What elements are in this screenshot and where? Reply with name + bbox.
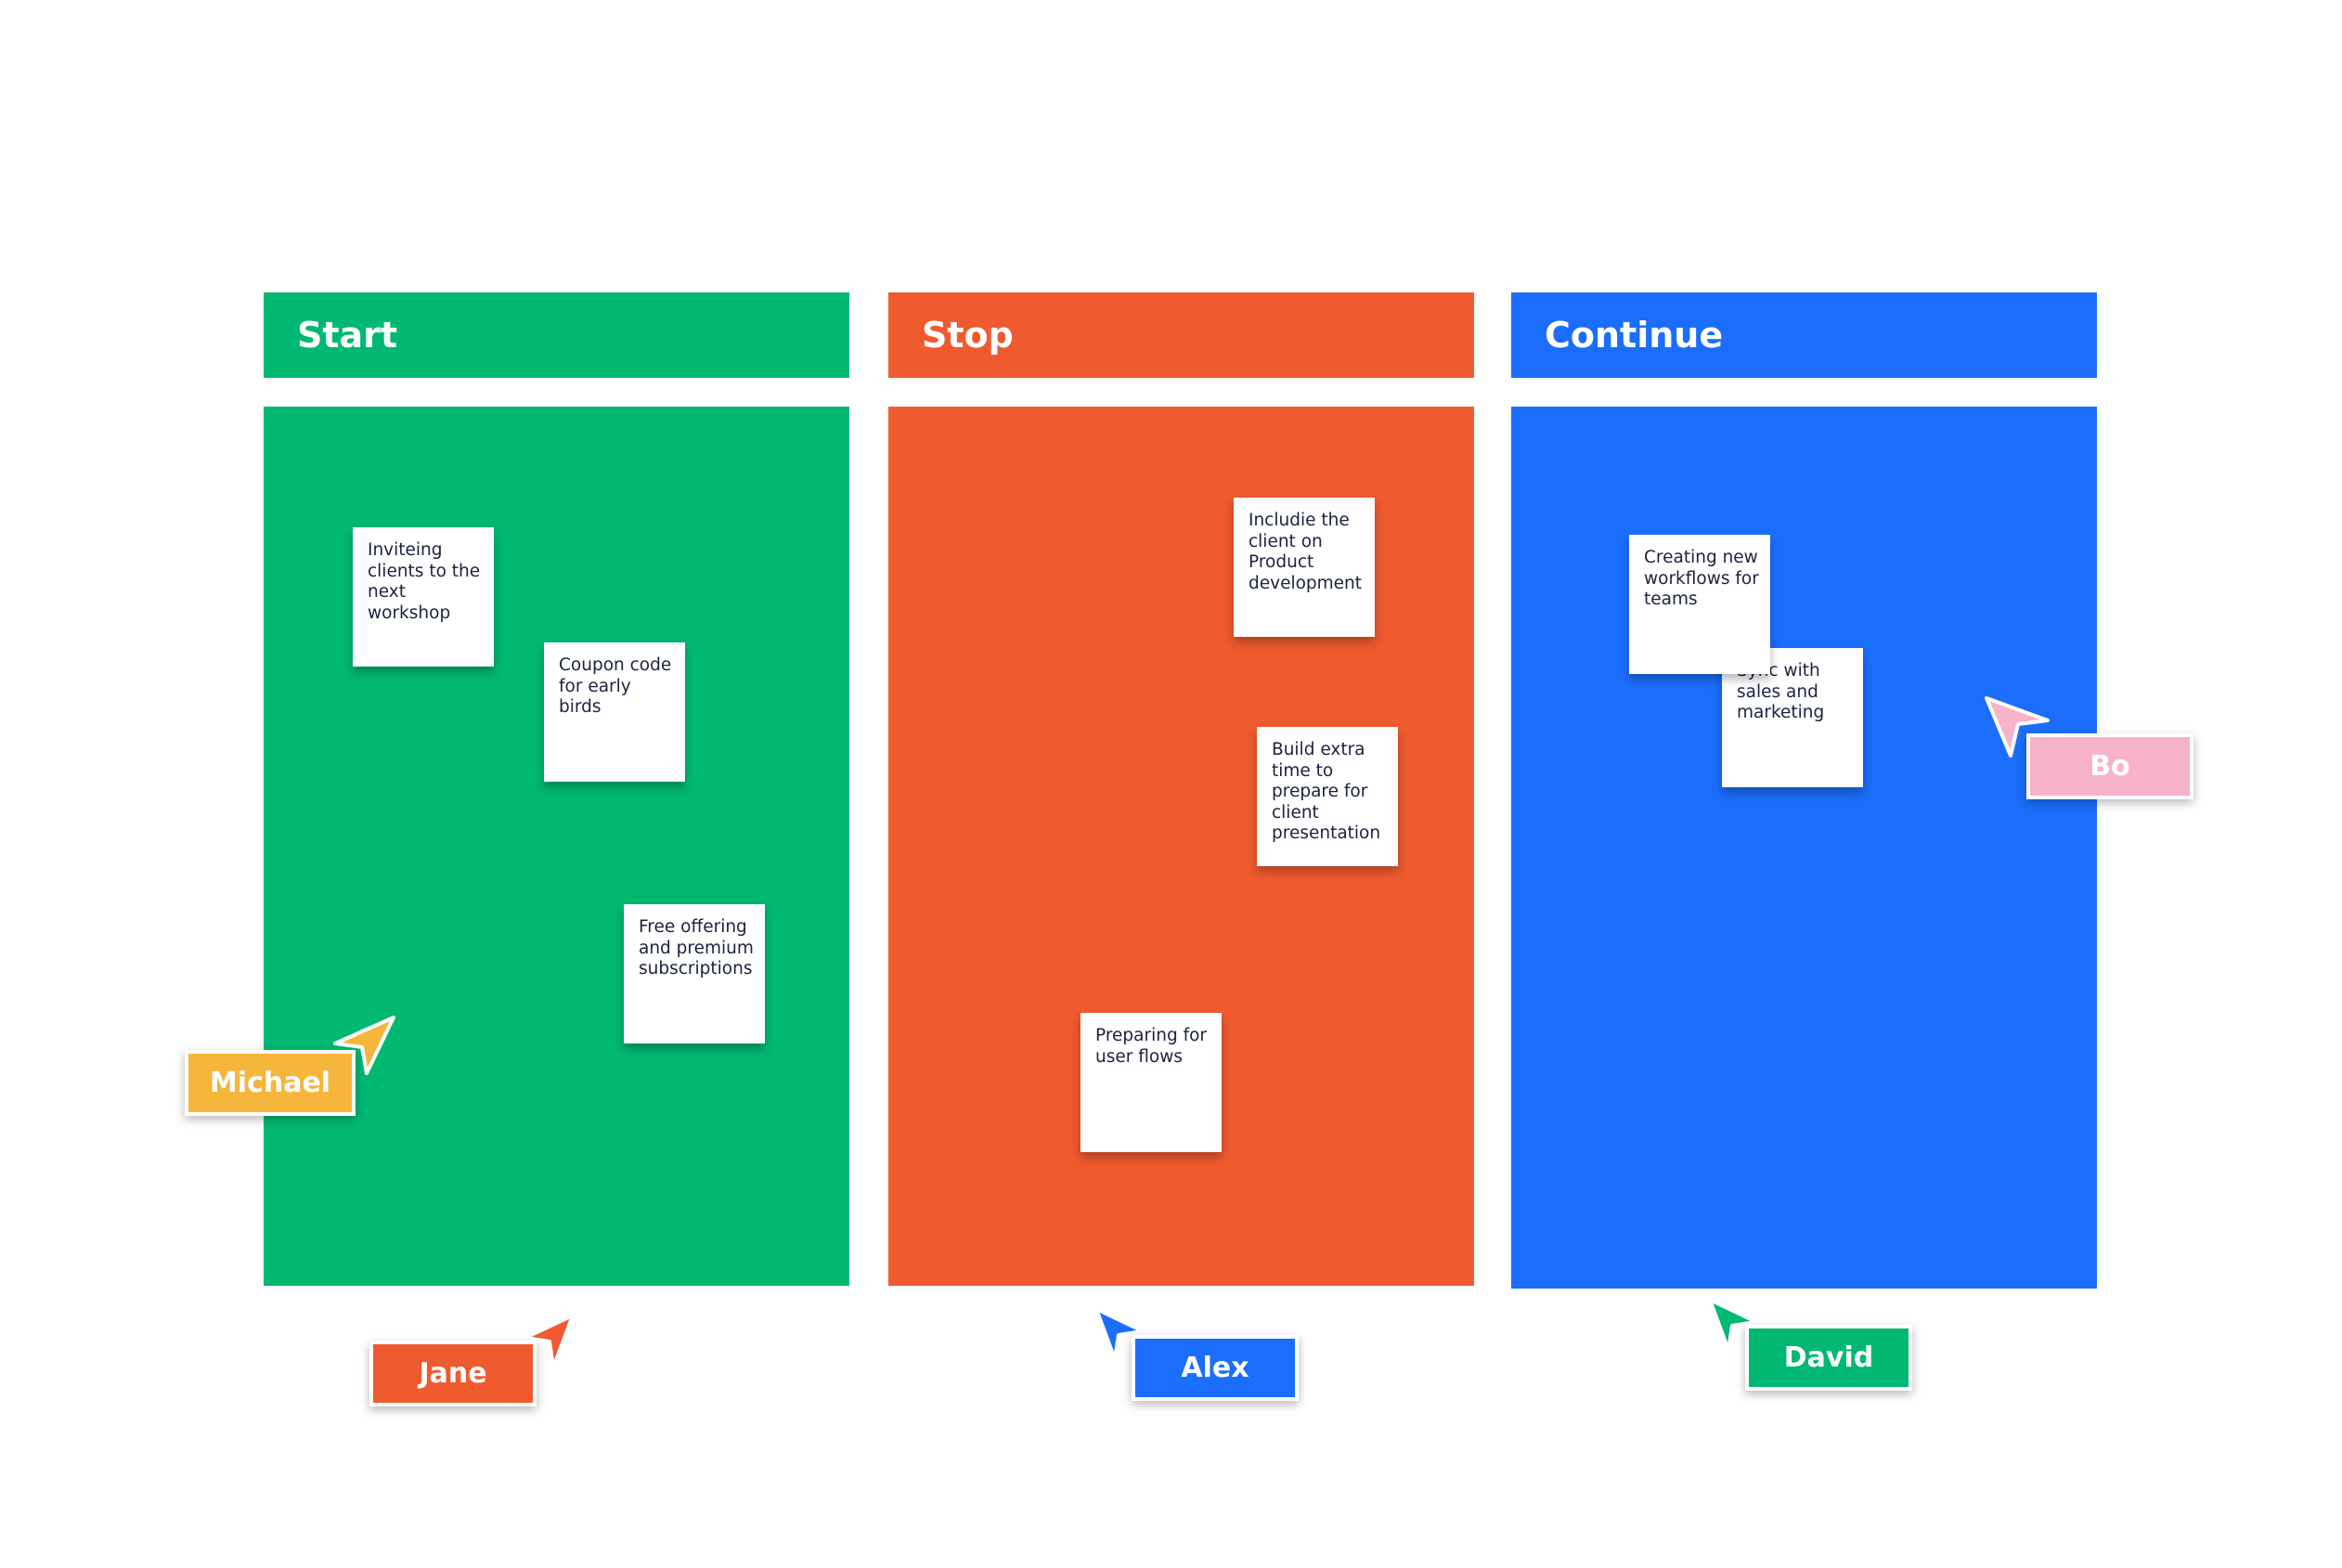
cursor-pointer-icon — [1094, 1307, 1145, 1361]
sticky-note[interactable]: Preparing for user flows — [1080, 1013, 1222, 1152]
cursor-pointer-icon — [333, 1016, 395, 1075]
column-title-continue: Continue — [1545, 315, 1724, 356]
column-title-stop: Stop — [922, 315, 1014, 356]
column-title-start: Start — [297, 315, 398, 356]
column-header-start[interactable]: Start — [264, 292, 849, 378]
cursor-pointer-icon — [524, 1314, 575, 1369]
collaborator-name: Bo — [2090, 750, 2130, 783]
column-header-stop[interactable]: Stop — [888, 292, 1474, 378]
column-area-continue[interactable] — [1511, 407, 2097, 1289]
column-header-continue[interactable]: Continue — [1511, 292, 2097, 378]
collaborator-name: Michael — [209, 1067, 331, 1099]
collaborator-tag-michael: Michael — [185, 1050, 356, 1116]
collaborator-name: David — [1783, 1341, 1874, 1374]
collaborator-tag-alex: Alex — [1132, 1335, 1299, 1401]
collaborator-name: Jane — [419, 1357, 487, 1390]
column-area-start[interactable] — [264, 407, 849, 1286]
collaborator-tag-david: David — [1745, 1325, 1912, 1391]
cursor-pointer-icon — [1985, 696, 2050, 758]
sticky-note[interactable]: Build extra time to prepare for client p… — [1257, 727, 1398, 866]
sticky-note[interactable]: Inviteing clients to the next workshop — [353, 527, 494, 667]
cursor-pointer-icon — [1708, 1298, 1758, 1352]
collaborator-tag-bo: Bo — [2026, 733, 2193, 799]
sticky-note[interactable]: Includie the client on Product developme… — [1234, 498, 1375, 637]
collaborator-name: Alex — [1181, 1352, 1249, 1384]
sticky-note[interactable]: Creating new workflows for teams — [1629, 535, 1770, 674]
collaborator-tag-jane: Jane — [369, 1341, 537, 1406]
sticky-note[interactable]: Coupon code for early birds — [544, 642, 685, 782]
sticky-note[interactable]: Free offering and premium subscriptions — [624, 904, 765, 1043]
